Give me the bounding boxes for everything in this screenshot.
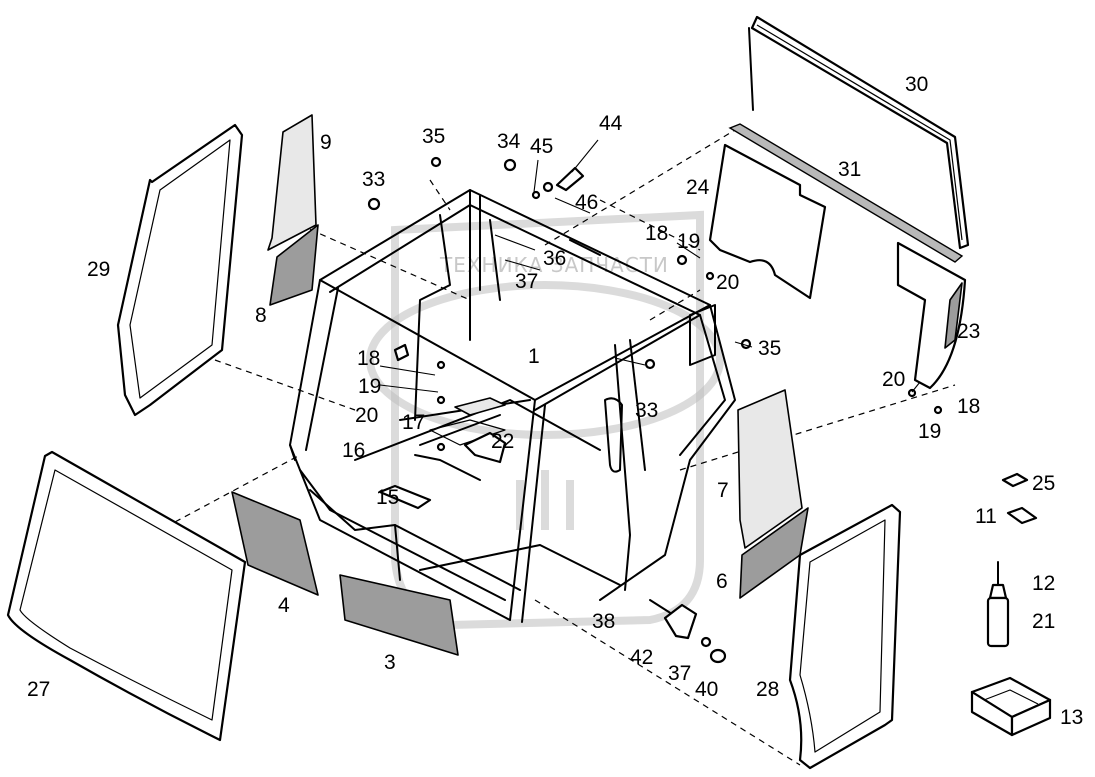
label-40: 40 bbox=[695, 678, 718, 701]
label-13: 13 bbox=[1060, 706, 1083, 729]
part-15-handle bbox=[378, 484, 432, 510]
label-37-top: 37 bbox=[515, 270, 538, 293]
part-28-door-window bbox=[788, 503, 902, 770]
part-23-side-cover bbox=[896, 241, 967, 390]
label-7: 7 bbox=[717, 479, 729, 502]
label-12: 12 bbox=[1032, 572, 1055, 595]
part-42-37-40-hardware bbox=[649, 599, 727, 664]
part-1-cab-frame bbox=[289, 189, 736, 623]
label-16: 16 bbox=[342, 439, 365, 462]
part-8-glass bbox=[269, 224, 319, 306]
label-23: 23 bbox=[957, 320, 980, 343]
part-7-door-glass bbox=[737, 389, 803, 549]
part-25-pad bbox=[1001, 472, 1029, 488]
label-19-mid: 19 bbox=[358, 375, 381, 398]
label-44: 44 bbox=[599, 112, 623, 135]
part-3-glass bbox=[339, 574, 459, 656]
label-15: 15 bbox=[376, 486, 399, 509]
label-35-top: 35 bbox=[422, 125, 445, 148]
label-18-mid: 18 bbox=[357, 347, 380, 370]
part-22-bracket bbox=[463, 431, 507, 464]
label-30: 30 bbox=[905, 73, 928, 96]
part-12-21-sealant-tube bbox=[986, 561, 1010, 648]
fasteners bbox=[367, 156, 943, 452]
watermark-logo: ТЕХНИКА ЗАПЧАСТИ bbox=[366, 210, 724, 630]
part-29-side-window bbox=[116, 123, 244, 417]
label-21: 21 bbox=[1032, 610, 1055, 633]
label-46: 46 bbox=[575, 191, 598, 214]
part-27-windshield bbox=[6, 450, 247, 742]
label-20-mid: 20 bbox=[355, 404, 378, 427]
leader-lines bbox=[379, 139, 921, 393]
part-30-seal-frame bbox=[748, 15, 970, 250]
label-35-right: 35 bbox=[758, 337, 781, 360]
label-18-right: 18 bbox=[957, 395, 980, 418]
watermark-text: ТЕХНИКА ЗАПЧАСТИ bbox=[439, 253, 669, 277]
label-33-mid: 33 bbox=[635, 399, 658, 422]
label-11: 11 bbox=[975, 505, 997, 528]
part-11-pad bbox=[1006, 506, 1038, 525]
label-28: 28 bbox=[756, 678, 779, 701]
label-24: 24 bbox=[686, 176, 710, 199]
label-17: 17 bbox=[402, 411, 425, 434]
label-19-top: 19 bbox=[677, 230, 700, 253]
label-4: 4 bbox=[278, 594, 290, 617]
label-31: 31 bbox=[838, 158, 861, 181]
label-9: 9 bbox=[320, 131, 332, 154]
label-29: 29 bbox=[87, 258, 110, 281]
label-6: 6 bbox=[716, 570, 728, 593]
part-31-seal-strip bbox=[728, 123, 964, 263]
part-24-rear-panel bbox=[708, 143, 827, 300]
label-22: 22 bbox=[491, 430, 514, 453]
label-33-top: 33 bbox=[362, 168, 385, 191]
label-1: 1 bbox=[528, 345, 540, 368]
label-8: 8 bbox=[255, 304, 267, 327]
part-17-plate bbox=[429, 397, 506, 446]
label-20-top: 20 bbox=[716, 271, 739, 294]
label-34: 34 bbox=[497, 130, 521, 153]
part-13-box bbox=[970, 676, 1052, 737]
label-19-right: 19 bbox=[918, 420, 941, 443]
label-37-bottom: 37 bbox=[668, 662, 691, 685]
part-9-window bbox=[267, 114, 317, 251]
label-3: 3 bbox=[384, 651, 396, 674]
label-27: 27 bbox=[27, 678, 50, 701]
label-42: 42 bbox=[630, 646, 653, 669]
label-25: 25 bbox=[1032, 472, 1055, 495]
part-4-glass bbox=[231, 491, 319, 596]
label-38: 38 bbox=[592, 610, 615, 633]
label-20-right: 20 bbox=[882, 368, 905, 391]
part-labels: 30 31 44 45 34 35 9 33 46 24 18 19 20 36… bbox=[27, 73, 1083, 729]
label-36: 36 bbox=[543, 247, 566, 270]
label-45: 45 bbox=[530, 135, 553, 158]
label-18-top: 18 bbox=[645, 222, 668, 245]
